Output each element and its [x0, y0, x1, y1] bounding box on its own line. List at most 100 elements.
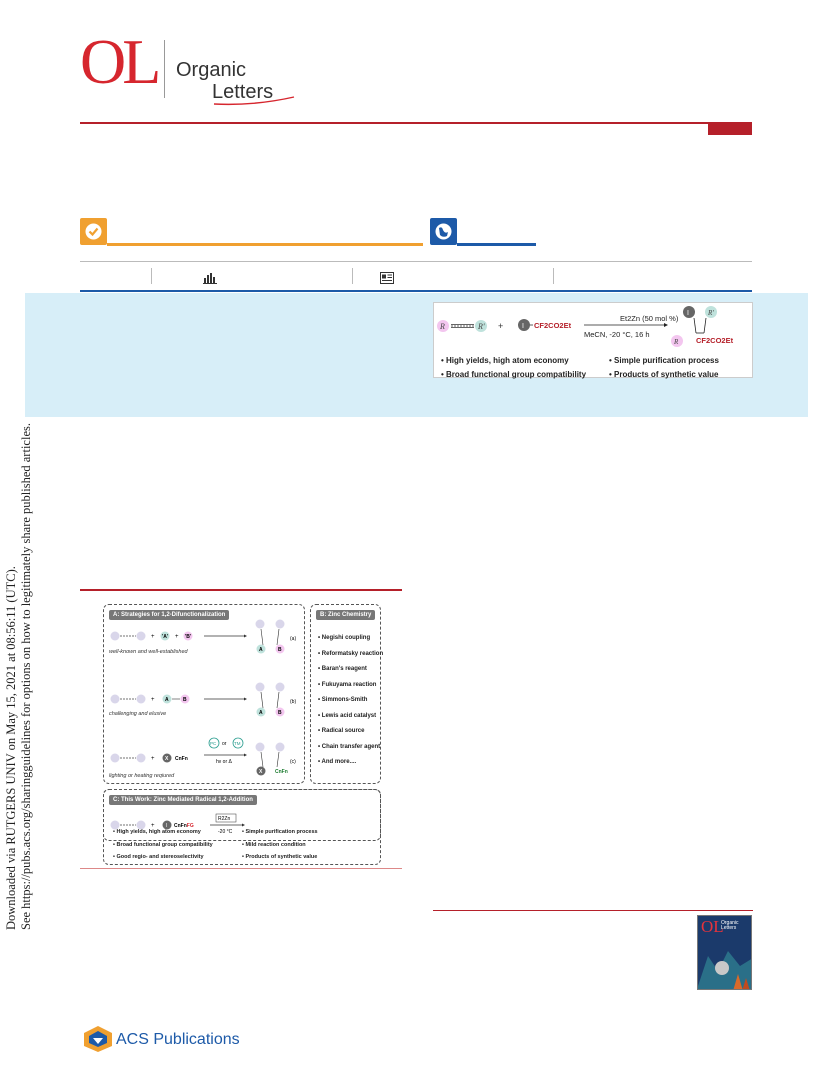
header-rule: [80, 122, 752, 124]
logo-swoosh: [213, 96, 295, 106]
toc-scheme: R R' + I CF2CO2Et Et2Zn (50 mol %) MeCN,…: [437, 306, 734, 347]
svg-text:I: I: [687, 310, 689, 317]
toc-conditions: MeCN, -20 °C, 16 h: [584, 330, 650, 339]
svg-text:'B': 'B': [185, 634, 191, 640]
panel-c-bullets-right: • Simple purification process • Mild rea…: [242, 826, 318, 864]
svg-text:B: B: [278, 710, 282, 716]
metrics-separator: [553, 268, 554, 284]
panel-c-bullet: • High yields, high atom economy: [113, 829, 201, 835]
zinc-chemistry-list: • Negishi coupling • Reformatsky reactio…: [318, 631, 383, 771]
logo-divider: [164, 40, 165, 98]
open-access-underline: [107, 243, 423, 246]
zinc-item: • Reformatsky reaction: [318, 650, 384, 657]
zinc-item: • And more....: [318, 759, 357, 765]
metrics-separator: [352, 268, 353, 284]
cite-underline: [457, 243, 536, 246]
figure-top-rule: [80, 589, 402, 591]
svg-text:R': R': [477, 322, 485, 331]
pc-label: PC: [210, 741, 217, 746]
svg-text:+: +: [151, 697, 155, 703]
zinc-item: • Simmons-Smith: [318, 697, 368, 703]
panel-a-scheme: + 'A' + 'B' A B (a) + A B A B: [110, 619, 296, 776]
figure-panel-a: A: Strategies for 1,2-Difunctionalizatio…: [103, 604, 305, 784]
svg-text:R: R: [673, 338, 679, 346]
panel-c-bullet: • Simple purification process: [242, 829, 318, 835]
or-label: or: [222, 741, 227, 747]
panel-a-label-a: well-known and well-established: [109, 649, 188, 655]
panel-a-title: A: Strategies for 1,2-Difunctionalizatio…: [109, 610, 230, 620]
article-icon[interactable]: [380, 272, 394, 284]
svg-text:R: R: [439, 322, 445, 331]
publisher-name[interactable]: ACS Publications: [116, 1031, 240, 1048]
panel-c-title: C: This Work: Zinc Mediated Radical 1,2-…: [109, 795, 257, 805]
download-note: Downloaded via RUTGERS UNIV on May 15, 2…: [4, 290, 40, 930]
tm-label: TM: [234, 741, 241, 746]
download-note-line-2[interactable]: See https://pubs.acs.org/sharingguidelin…: [19, 423, 33, 930]
journal-logo-word-2: Letters: [212, 81, 274, 103]
panel-c-bullet: • Mild reaction condition: [242, 841, 306, 848]
svg-text:X: X: [259, 769, 263, 775]
bar-chart-icon[interactable]: [203, 272, 217, 284]
svg-text:+: +: [151, 634, 155, 640]
zinc-item: • Baran's reagent: [318, 666, 367, 672]
toc-bullet: • Broad functional group compatibility: [441, 370, 587, 379]
figure-panel-b: B: Zinc Chemistry • Negishi coupling • R…: [310, 604, 383, 784]
figure-bottom-rule: [80, 868, 402, 869]
cover-logo-mark: OL: [701, 917, 724, 936]
hv-label: hν or Δ: [216, 759, 233, 765]
tag-c: (c): [290, 759, 296, 765]
svg-text:+: +: [151, 756, 155, 762]
zinc-item: • Negishi coupling: [318, 635, 371, 641]
figure-panel-c-frame: [103, 789, 381, 865]
svg-text:+: +: [175, 634, 179, 640]
journal-logo-word-1: Organic: [176, 59, 247, 81]
panel-a-label-b: challenging and elusive: [109, 711, 167, 717]
svg-text:I: I: [166, 823, 167, 829]
svg-text:'A': 'A': [162, 634, 168, 640]
panel-c-bullet: • Good regio- and stereoselectivity: [113, 854, 204, 860]
svg-text:+: +: [151, 823, 155, 829]
open-access-badge[interactable]: [80, 218, 107, 245]
panel-c-reagent: R2Zn: [218, 816, 230, 822]
zinc-item: • Radical source: [318, 728, 365, 734]
panel-c-bullet: • Products of synthetic value: [242, 854, 318, 860]
panel-a-label-c: lighting or heating reqiured: [109, 773, 175, 779]
svg-text:B: B: [278, 647, 282, 653]
zinc-item: • Lewis acid catalyst: [318, 712, 377, 719]
svg-text:CnFn: CnFn: [175, 756, 188, 762]
figure-panel-c: C: This Work: Zinc Mediated Radical 1,2-…: [103, 789, 381, 841]
globe-icon: [435, 223, 452, 240]
svg-text:A: A: [165, 697, 169, 703]
toc-graphic[interactable]: [433, 302, 753, 378]
journal-logo-mark: OL: [80, 26, 161, 97]
toc-reagent: CF2CO2Et: [534, 321, 572, 330]
svg-text:CnFn: CnFn: [275, 769, 288, 775]
header-tab: [708, 122, 752, 135]
svg-text:R': R': [707, 309, 714, 317]
svg-text:A: A: [259, 710, 263, 716]
svg-text:+: +: [498, 321, 503, 331]
tag-b: (b): [290, 699, 296, 705]
zinc-item: • Fukuyama reaction: [318, 681, 377, 688]
acs-hexagon-icon: [84, 1026, 112, 1052]
toc-bullet-list: • High yields, high atom economy• Simple…: [441, 354, 753, 382]
cite-badge[interactable]: [430, 218, 457, 245]
svg-text:I: I: [522, 323, 524, 330]
metrics-bottom-rule: [80, 290, 752, 292]
svg-text:X: X: [165, 756, 169, 762]
svg-text:B: B: [183, 697, 187, 703]
panel-c-scheme: + I CnFnFG R2Zn -20 °C: [110, 813, 245, 835]
journal-cover-rule: [433, 910, 753, 911]
metrics-separator: [151, 268, 152, 284]
panel-b-title: B: Zinc Chemistry: [316, 610, 376, 620]
panel-c-temp: -20 °C: [218, 829, 233, 835]
toc-catalyst: Et2Zn (50 mol %): [620, 314, 679, 323]
toc-bullet: • Simple purification process: [609, 356, 719, 365]
panel-c-bullets-left: • High yields, high atom economy • Broad…: [113, 826, 213, 864]
tag-a: (a): [290, 636, 296, 642]
svg-text:A: A: [259, 647, 263, 653]
metrics-top-rule: [80, 261, 752, 262]
svg-text:CnFnFG: CnFnFG: [174, 823, 194, 829]
